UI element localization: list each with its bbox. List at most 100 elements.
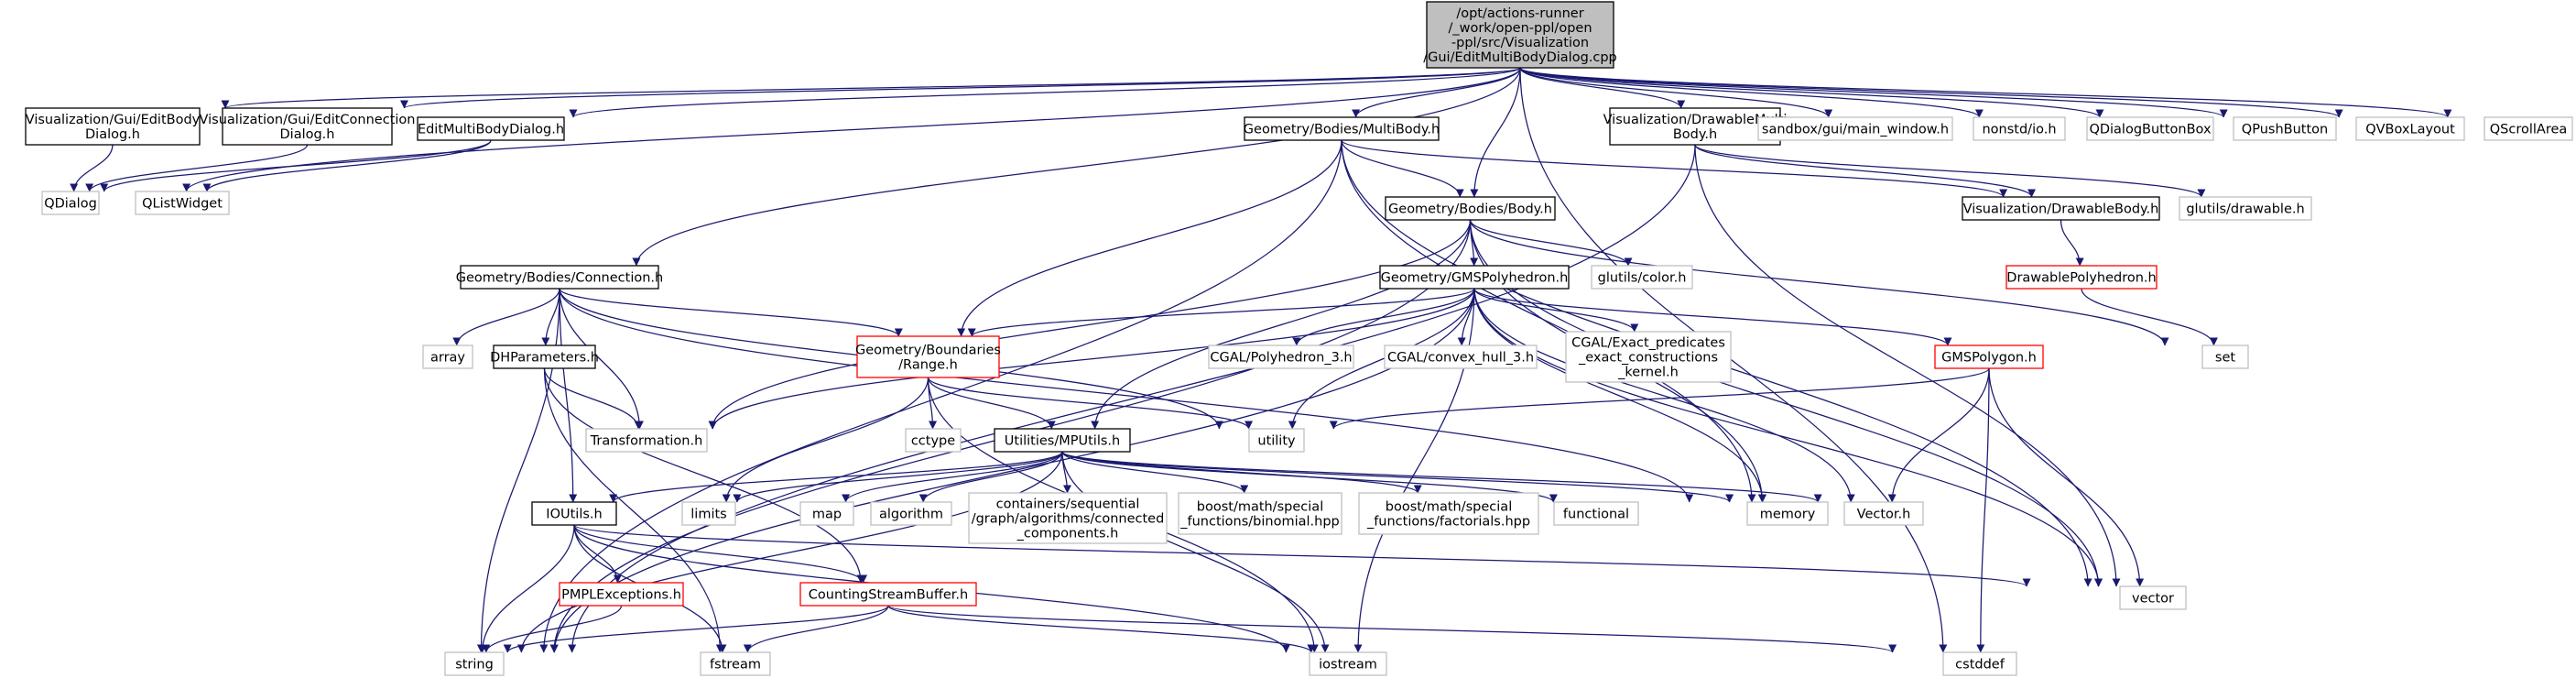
edge-body-to-set (1469, 219, 2169, 346)
node-box (1591, 265, 1693, 290)
node-label: DHParameters.h (490, 351, 599, 366)
node-drawbody[interactable]: Visualization/DrawableBody.h (1962, 196, 2160, 221)
node-label: fstream (710, 658, 761, 673)
node-body[interactable]: Geometry/Bodies/Body.h (1385, 196, 1556, 221)
node-label: _exact_constructions (1578, 351, 1718, 366)
node-containers: containers/sequential/graph/algorithms/c… (968, 492, 1168, 544)
edge-drawbody-to-drawpoly (2060, 219, 2084, 267)
node-label: glutils/color.h (1598, 271, 1687, 286)
node-box (1385, 196, 1556, 221)
node-utility: utility (1248, 428, 1305, 453)
node-label: _functions/factorials.hpp (1366, 515, 1530, 530)
node-box (700, 651, 771, 676)
node-label: PMPLExceptions.h (561, 588, 681, 603)
edge-mputils-to-string (516, 451, 1063, 653)
edge-root-to-qdbb (1519, 67, 2104, 118)
edge-gmspoly-to-utility (1288, 288, 1475, 430)
node-map: map (799, 501, 854, 526)
node-box (1309, 651, 1387, 676)
node-box (1426, 1, 1614, 69)
edge-connection-to-transformation (559, 288, 644, 430)
node-editmulti[interactable]: EditMultiBodyDialog.h (417, 116, 565, 141)
node-label: memory (1760, 508, 1816, 522)
node-binomial: boost/math/special_functions/binomial.hp… (1178, 492, 1342, 535)
edge-gmspoly-to-cgal-exact (1473, 288, 1639, 333)
node-label: QDialogButtonBox (2089, 123, 2212, 137)
node-box (1609, 107, 1781, 146)
node-range[interactable]: Geometry/Boundaries/Range.h (855, 335, 1001, 378)
node-set: set (2201, 344, 2249, 369)
edge-root-to-qscroll (1519, 67, 2452, 118)
node-mputils[interactable]: Utilities/MPUtils.h (994, 428, 1131, 453)
node-label: Utilities/MPUtils.h (1005, 434, 1120, 449)
node-box (1358, 492, 1539, 535)
edge-root-to-multibody (1352, 67, 1521, 118)
edge-root-to-body (1470, 67, 1521, 198)
node-box (1208, 344, 1354, 369)
node-label: boost/math/special (1386, 500, 1512, 515)
edge-mputils-to-ioutils (609, 451, 1063, 503)
node-box (422, 344, 473, 369)
node-gmspolygon[interactable]: GMSPolygon.h (1934, 344, 2044, 369)
node-ioutils[interactable]: IOUtils.h (531, 501, 617, 526)
node-root[interactable]: /opt/actions-runner/_work/open-ppl/open-… (1423, 1, 1617, 69)
node-countbuf[interactable]: CountingStreamBuffer.h (799, 582, 977, 607)
node-box (2233, 116, 2337, 141)
node-box (531, 501, 617, 526)
edge-body-to-glutils-color (1469, 219, 1633, 267)
edge-body-to-transformation (708, 219, 1472, 430)
node-label: IOUtils.h (546, 508, 602, 522)
edge-ioutils-to-vector (573, 524, 2031, 587)
edge-gmspoly-to-memory (1473, 288, 1767, 503)
node-box (968, 492, 1168, 544)
edge-range-to-utility (927, 377, 1253, 430)
node-box (41, 191, 100, 215)
edge-viz-editconn-to-qdialog (85, 144, 309, 192)
edge-multibody-to-body (1341, 139, 1464, 198)
edge-root-to-qvbox (1519, 67, 2343, 118)
node-gmspoly[interactable]: Geometry/GMSPolyhedron.h (1379, 265, 1570, 290)
edge-multibody-to-string (539, 139, 1342, 653)
node-dhparams[interactable]: DHParameters.h (490, 344, 599, 369)
edge-mputils-to-memory (1061, 451, 1734, 503)
node-label: set (2215, 351, 2235, 366)
edge-multibody-to-range (957, 139, 1342, 337)
node-pmplexc[interactable]: PMPLExceptions.h (559, 582, 684, 607)
node-connection[interactable]: Geometry/Bodies/Connection.h (456, 265, 663, 290)
node-label: /_work/open-ppl/open (1448, 21, 1592, 36)
node-label: QDialog (44, 197, 97, 212)
edge-root-to-cstddef (1519, 67, 1948, 653)
node-transformation: Transformation.h (585, 428, 708, 453)
node-box (1934, 344, 2044, 369)
node-drawpoly[interactable]: DrawablePolyhedron.h (2005, 265, 2158, 290)
node-box (559, 582, 684, 607)
node-label: /Range.h (898, 358, 958, 373)
node-label: EditMultiBodyDialog.h (418, 123, 564, 137)
node-label: /Gui/EditMultiBodyDialog.cpp (1423, 50, 1617, 65)
node-box (2086, 116, 2214, 141)
edge-ioutils-to-countbuf (573, 524, 867, 584)
node-box (460, 265, 659, 290)
node-label: vector (2132, 592, 2174, 607)
node-array: array (422, 344, 473, 369)
node-label: QPushButton (2242, 123, 2328, 137)
node-label: CountingStreamBuffer.h (809, 588, 968, 603)
edge-drawpoly-to-set (2081, 288, 2218, 346)
edge-range-to-limits (722, 377, 929, 503)
node-box (493, 344, 596, 369)
node-label: Geometry/Bodies/MultiBody.h (1244, 123, 1440, 137)
edge-dhparams-to-fstream (543, 367, 724, 653)
edge-editmulti-to-qlistwidget (202, 139, 492, 192)
node-qvbox: QVBoxLayout (2355, 116, 2465, 141)
edge-range-to-mputils (927, 377, 1056, 430)
node-box (1942, 651, 2017, 676)
node-multibody[interactable]: Geometry/Bodies/MultiBody.h (1244, 116, 1440, 141)
edge-mputils-to-iostream (1061, 451, 1330, 653)
node-label: Visualization/Gui/EditBody (26, 113, 201, 127)
node-box (799, 501, 854, 526)
edge-drawmulti-to-string (568, 144, 1696, 653)
node-label: array (430, 351, 465, 366)
